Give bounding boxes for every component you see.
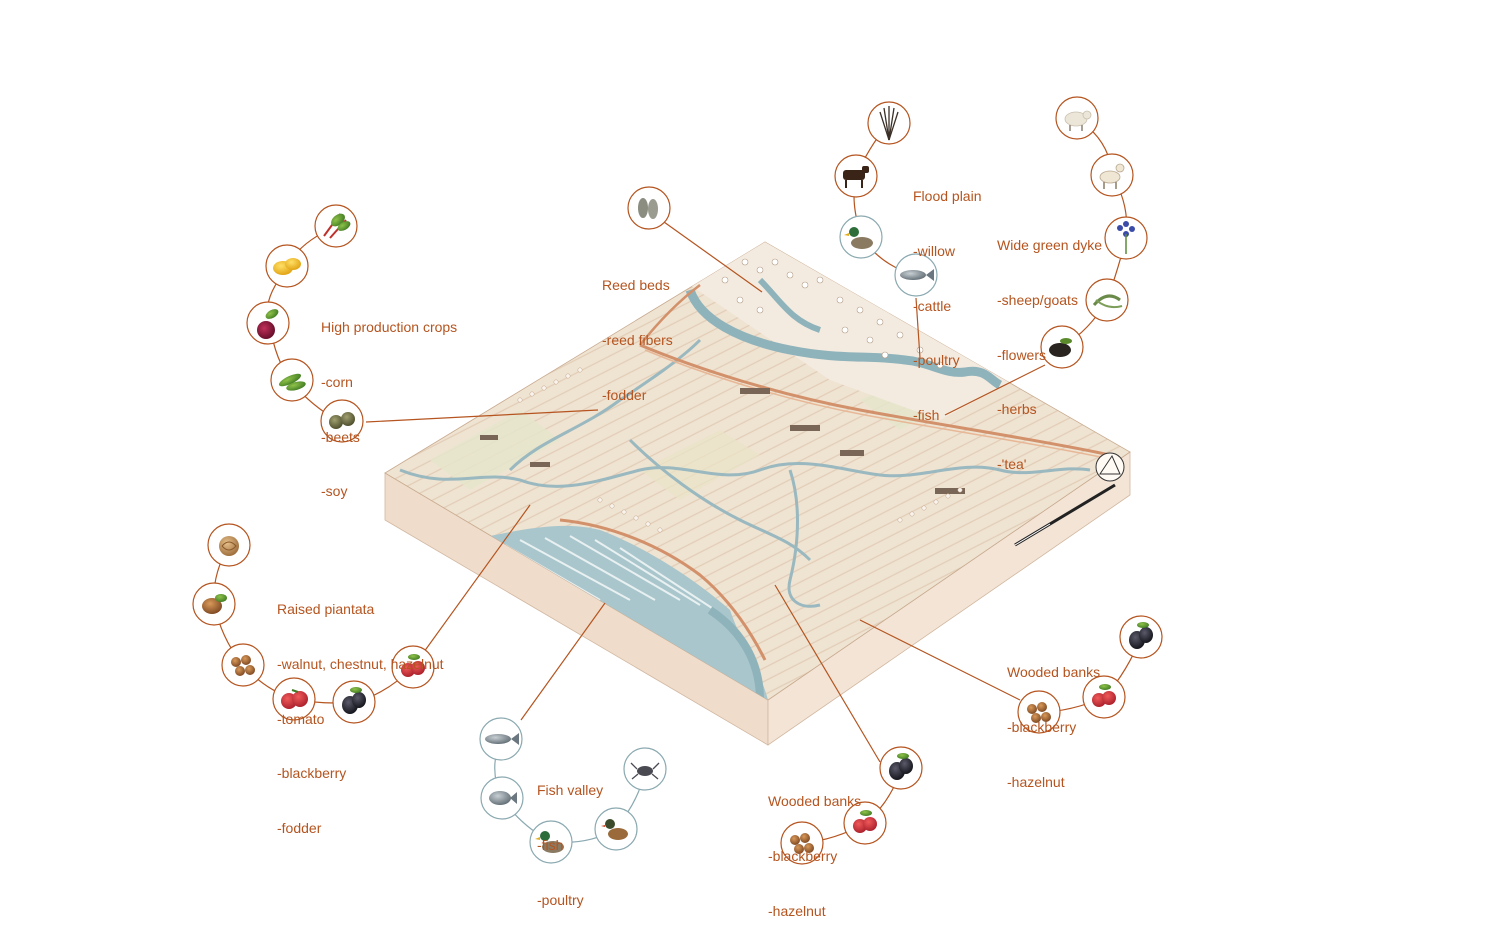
bank-road xyxy=(559,518,767,661)
canal-long xyxy=(399,462,1091,488)
blackberry-icon xyxy=(332,680,376,724)
soy-icon xyxy=(270,358,314,402)
pepper-icon xyxy=(265,244,309,288)
label-item: -flowers xyxy=(997,346,1047,363)
bream-icon xyxy=(480,776,524,820)
label-title: Flood plain xyxy=(913,188,982,205)
blackberry-icon xyxy=(1119,615,1163,659)
fish-icon xyxy=(479,717,523,761)
lower-river xyxy=(707,606,764,700)
wood-duck-icon xyxy=(594,807,638,851)
label-title: Fish valley xyxy=(537,782,604,799)
label-wide-green-dyke: Wide green dyke -sheep/goats -flowers -h… xyxy=(997,200,1102,491)
label-item: -soy xyxy=(321,483,348,500)
scale-bar xyxy=(1014,483,1116,547)
dyke-road-2 xyxy=(644,349,1116,461)
label-item: -fish xyxy=(537,837,564,854)
river-upper xyxy=(757,277,822,333)
label-item: -reed fibers xyxy=(602,332,673,349)
label-item: -sheep/goats xyxy=(997,292,1078,309)
label-item: -herbs xyxy=(997,401,1037,418)
cow-icon xyxy=(834,154,878,198)
landscape-diagram xyxy=(192,96,1163,865)
label-raised-piantata: Raised piantata -walnut, chestnut, hazel… xyxy=(277,564,444,855)
terrain-block xyxy=(384,241,1131,746)
label-flood-plain: Flood plain -willow -cattle -poultry -fi… xyxy=(913,151,982,442)
field-patch xyxy=(640,430,760,500)
fish-icon xyxy=(894,253,938,297)
label-title: Raised piantata xyxy=(277,601,375,618)
beet-icon xyxy=(246,301,290,345)
label-title: Reed beds xyxy=(602,277,670,294)
label-item: -hazelnut xyxy=(1007,773,1065,790)
raspberry-icon xyxy=(1082,675,1126,719)
label-wooded-banks-right: Wooded banks -blackberry -hazelnut xyxy=(1007,627,1100,809)
label-item: -corn xyxy=(321,374,353,391)
tea-icon xyxy=(1040,325,1084,369)
label-item: -fodder xyxy=(277,819,322,836)
bank-road-2 xyxy=(639,284,701,346)
label-wooded-banks-bottom: Wooded banks -blackberry -hazelnut xyxy=(768,756,861,938)
label-title: Wide green dyke xyxy=(997,237,1103,254)
flood-icon-chain xyxy=(853,122,916,276)
hazelnut-icon xyxy=(780,821,824,865)
river-main xyxy=(685,288,1003,390)
label-item: -beets xyxy=(321,428,360,445)
label-item: -blackberry xyxy=(277,765,347,782)
label-item: -blackberry xyxy=(1007,719,1077,736)
label-title: Wooded banks xyxy=(768,793,862,810)
north-arrow xyxy=(1095,452,1125,482)
dyke-road xyxy=(639,343,1111,457)
canal-right xyxy=(787,469,821,608)
flood-trees xyxy=(721,258,944,369)
sheep-icon xyxy=(1055,96,1099,140)
blackberry-icon xyxy=(879,746,923,790)
willow-icon xyxy=(867,101,911,145)
settlements xyxy=(480,388,965,494)
chard-icon xyxy=(314,204,358,248)
label-item: -poultry xyxy=(913,352,960,369)
tree-rows xyxy=(517,367,963,533)
flower-icon xyxy=(1104,216,1148,260)
crab-icon xyxy=(623,747,667,791)
label-item: -walnut, chestnut, hazelnut xyxy=(277,656,444,673)
herb-icon xyxy=(1085,278,1129,322)
label-item: -cattle xyxy=(913,297,952,314)
label-title: Wooded banks xyxy=(1007,664,1101,681)
hazelnut-icon xyxy=(221,643,265,687)
label-item: -fish xyxy=(913,406,940,423)
label-title: High production crops xyxy=(321,319,458,336)
label-reed-beds: Reed beds -reed fibers -fodder xyxy=(602,240,673,422)
walnut-icon xyxy=(207,523,251,567)
label-item: -blackberry xyxy=(768,848,838,865)
label-item: -hazelnut xyxy=(768,902,826,919)
label-item: -fodder xyxy=(602,386,647,403)
mallard-icon xyxy=(529,820,573,864)
duck-icon xyxy=(839,215,883,259)
label-item: -willow xyxy=(913,243,955,260)
label-high-production-crops: High production crops -corn -beets -soy xyxy=(321,282,457,519)
chestnut-icon xyxy=(192,582,236,626)
hazelnut-icon xyxy=(1017,690,1061,734)
tomato-icon xyxy=(272,677,316,721)
raspberry-icon xyxy=(843,801,887,845)
reed-bundle-icon xyxy=(627,186,671,230)
seed-icon xyxy=(320,399,364,443)
raspberry-icon xyxy=(391,645,435,689)
label-item: -tomato xyxy=(277,710,325,727)
leader-lines xyxy=(365,221,1046,763)
field-patch xyxy=(430,410,560,490)
canal-bend xyxy=(628,438,812,562)
label-item: -'tea' xyxy=(997,455,1027,472)
goat-icon xyxy=(1090,153,1134,197)
